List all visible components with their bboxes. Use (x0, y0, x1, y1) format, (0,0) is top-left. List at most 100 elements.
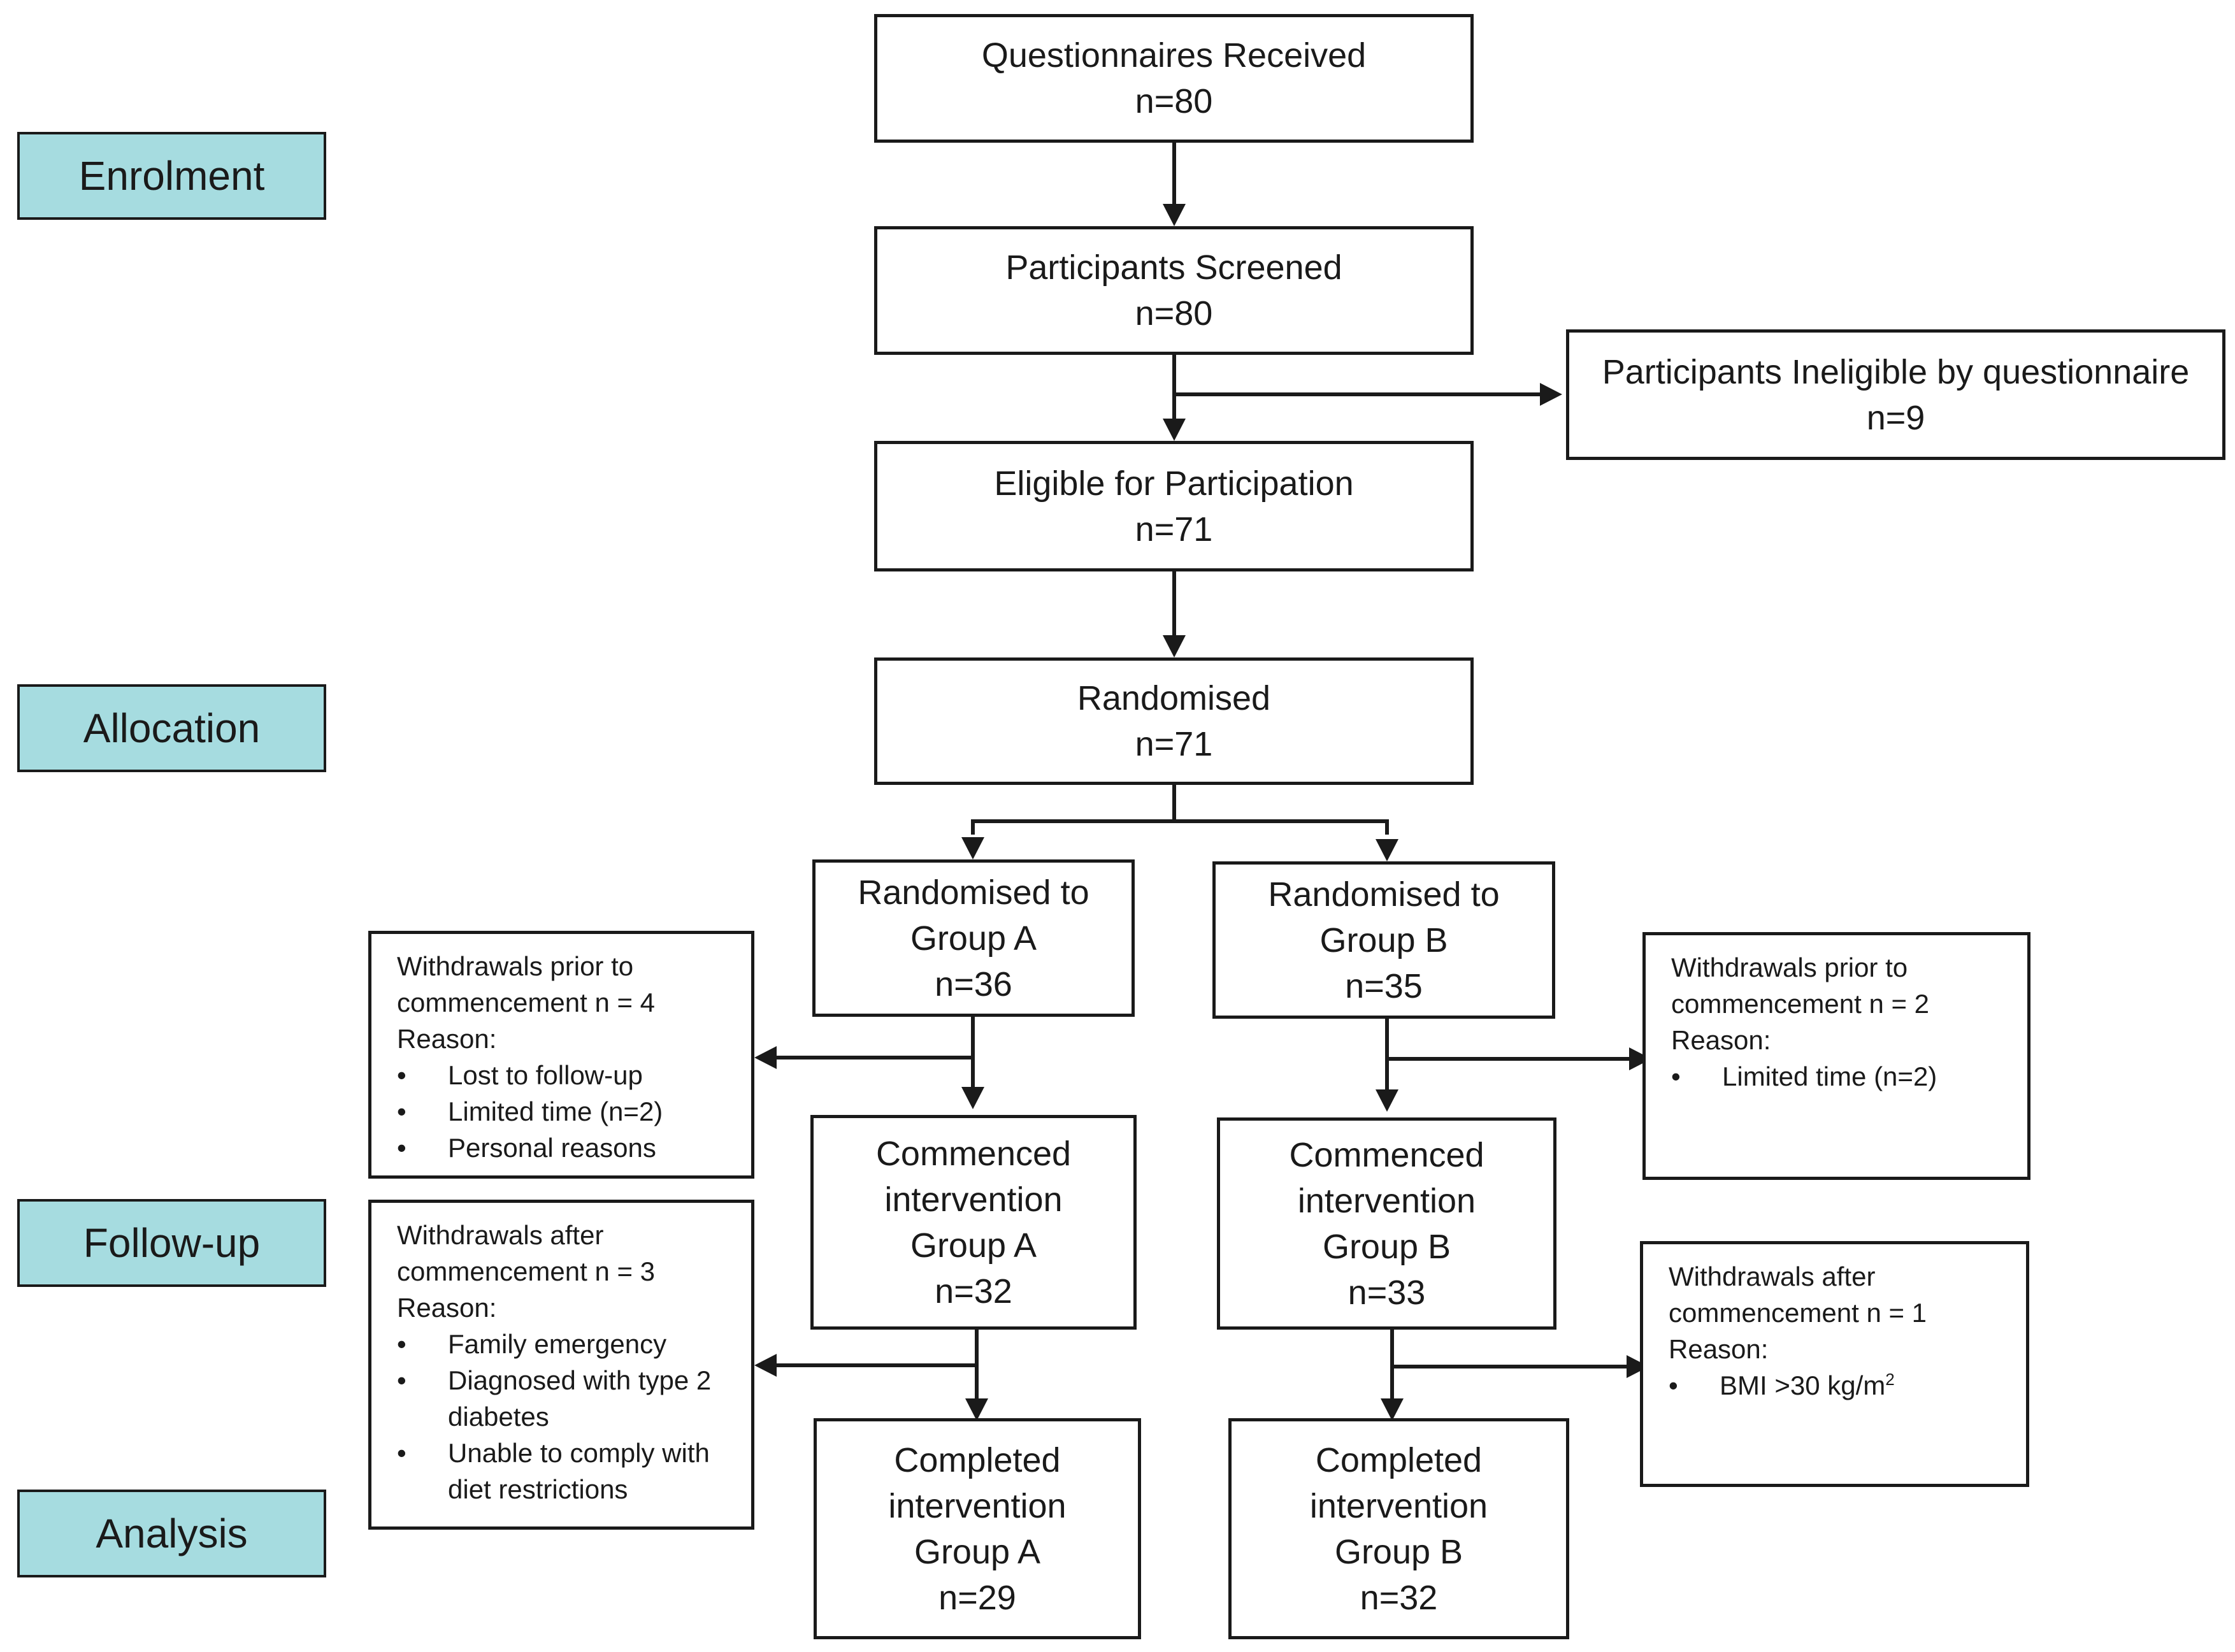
box-randomised: Randomised n=71 (874, 657, 1474, 785)
reason-item: BMI >30 kg/m2 (1669, 1367, 2013, 1404)
box-line: Group B (1319, 921, 1448, 959)
reason-list: Limited time (n=2) (1671, 1058, 2015, 1095)
box-commenced-group-b: Commenced intervention Group B n=33 (1217, 1117, 1556, 1330)
arrowhead (754, 1354, 777, 1377)
arrowhead (1163, 635, 1186, 657)
stage-label-follow-up: Follow-up (17, 1199, 326, 1287)
arrowhead (961, 1087, 984, 1109)
box-participants-screened: Participants Screened n=80 (874, 226, 1474, 355)
arrowhead (1163, 204, 1186, 226)
box-count: n=9 (1866, 398, 1925, 437)
note-line: Withdrawals after (1669, 1261, 1876, 1291)
box-line: Completed (1315, 1440, 1483, 1479)
box-title: Questionnaires Received (981, 36, 1367, 75)
note-line: Withdrawals after (397, 1220, 604, 1250)
box-count: n=71 (1135, 510, 1213, 549)
box-count: n=33 (1347, 1273, 1426, 1312)
reason-item: Personal reasons (397, 1130, 738, 1166)
box-participants-ineligible: Participants Ineligible by questionnaire… (1566, 329, 2225, 460)
box-completed-group-a: Completed intervention Group A n=29 (814, 1418, 1141, 1639)
box-line: Commenced (1289, 1135, 1484, 1174)
reason-item-text: BMI >30 kg/m (1720, 1370, 1886, 1400)
box-line: Commenced (875, 1134, 1072, 1173)
reason-item: Lost to follow-up (397, 1057, 738, 1093)
box-line: intervention (888, 1486, 1067, 1525)
box-line: Group A (914, 1532, 1041, 1571)
arrowhead (754, 1046, 777, 1069)
reason-item-continuation: diabetes (448, 1402, 549, 1432)
box-randomised-group-b: Randomised to Group B n=35 (1212, 861, 1555, 1019)
reason-list: Lost to follow-up Limited time (n=2) Per… (397, 1057, 738, 1166)
stage-label-text: Enrolment (78, 153, 265, 199)
box-title: Participants Screened (1005, 248, 1342, 287)
box-line: Group B (1334, 1532, 1463, 1571)
box-line: intervention (1297, 1181, 1476, 1220)
note-withdrawals-after-group-b: Withdrawals after commencement n = 1 Rea… (1640, 1241, 2029, 1487)
box-count: n=36 (935, 965, 1012, 1003)
note-withdrawals-after-group-a: Withdrawals after commencement n = 3 Rea… (368, 1200, 754, 1530)
reason-item: Limited time (n=2) (1671, 1058, 2015, 1095)
reason-item: Unable to comply with diet restrictions (397, 1435, 738, 1507)
box-title: Randomised (1077, 679, 1271, 717)
arrowhead (1376, 1089, 1398, 1112)
box-count: n=80 (1135, 294, 1213, 333)
box-count: n=80 (1135, 82, 1213, 120)
reason-item: Diagnosed with type 2 diabetes (397, 1362, 738, 1435)
box-completed-group-b: Completed intervention Group B n=32 (1228, 1418, 1569, 1639)
box-count: n=32 (1360, 1578, 1438, 1617)
box-count: n=29 (938, 1578, 1016, 1617)
box-line: Completed (894, 1440, 1061, 1479)
reason-item-text: Diagnosed with type 2 (448, 1365, 712, 1395)
box-count: n=35 (1345, 966, 1423, 1005)
note-reason-label: Reason: (397, 1293, 497, 1323)
note-reason-label: Reason: (1671, 1025, 1771, 1055)
box-count: n=71 (1135, 725, 1213, 763)
box-randomised-group-a: Randomised to Group A n=36 (812, 859, 1135, 1017)
reason-item: Limited time (n=2) (397, 1093, 738, 1130)
reason-item: Family emergency (397, 1326, 738, 1362)
note-line: commencement n = 3 (397, 1256, 656, 1286)
box-line: Group A (910, 919, 1037, 958)
box-eligible: Eligible for Participation n=71 (874, 441, 1474, 571)
box-questionnaires-received: Questionnaires Received n=80 (874, 14, 1474, 143)
stage-label-analysis: Analysis (17, 1490, 326, 1577)
stage-label-text: Analysis (96, 1511, 248, 1556)
box-count: n=32 (935, 1272, 1012, 1311)
stage-label-enrolment: Enrolment (17, 132, 326, 220)
box-line: intervention (884, 1180, 1063, 1219)
note-withdrawals-prior-group-a: Withdrawals prior to commencement n = 4 … (368, 931, 754, 1179)
arrowhead (1627, 1355, 1649, 1378)
reason-item-text: Unable to comply with (448, 1438, 710, 1468)
box-line: Randomised to (1268, 875, 1500, 914)
superscript: 2 (1885, 1370, 1895, 1389)
stage-label-allocation: Allocation (17, 684, 326, 772)
arrowhead (1540, 383, 1562, 406)
box-line: Group A (910, 1226, 1037, 1265)
note-line: Withdrawals prior to (397, 951, 634, 981)
note-reason-label: Reason: (1669, 1334, 1769, 1364)
reason-item-continuation: diet restrictions (448, 1474, 628, 1504)
arrowhead (1381, 1398, 1404, 1421)
note-line: commencement n = 2 (1671, 989, 1930, 1019)
note-withdrawals-prior-group-b: Withdrawals prior to commencement n = 2 … (1642, 932, 2030, 1180)
box-line: Group B (1322, 1227, 1451, 1266)
arrowhead (1629, 1047, 1651, 1070)
stage-label-text: Allocation (83, 705, 261, 751)
reason-list: Family emergency Diagnosed with type 2 d… (397, 1326, 738, 1507)
reason-list: BMI >30 kg/m2 (1669, 1367, 2013, 1404)
note-line: commencement n = 1 (1669, 1298, 1927, 1328)
reason-item-text: Family emergency (448, 1329, 667, 1359)
box-title: Participants Ineligible by questionnaire (1602, 352, 2190, 391)
box-title: Eligible for Participation (994, 464, 1354, 503)
arrowhead (961, 837, 984, 859)
box-line: intervention (1309, 1486, 1488, 1525)
note-reason-label: Reason: (397, 1024, 497, 1054)
box-line: Randomised to (858, 873, 1089, 912)
arrowhead (1376, 839, 1398, 861)
note-line: Withdrawals prior to (1671, 952, 1908, 982)
note-line: commencement n = 4 (397, 988, 656, 1017)
box-commenced-group-a: Commenced intervention Group A n=32 (810, 1115, 1137, 1330)
stage-label-text: Follow-up (83, 1220, 261, 1266)
